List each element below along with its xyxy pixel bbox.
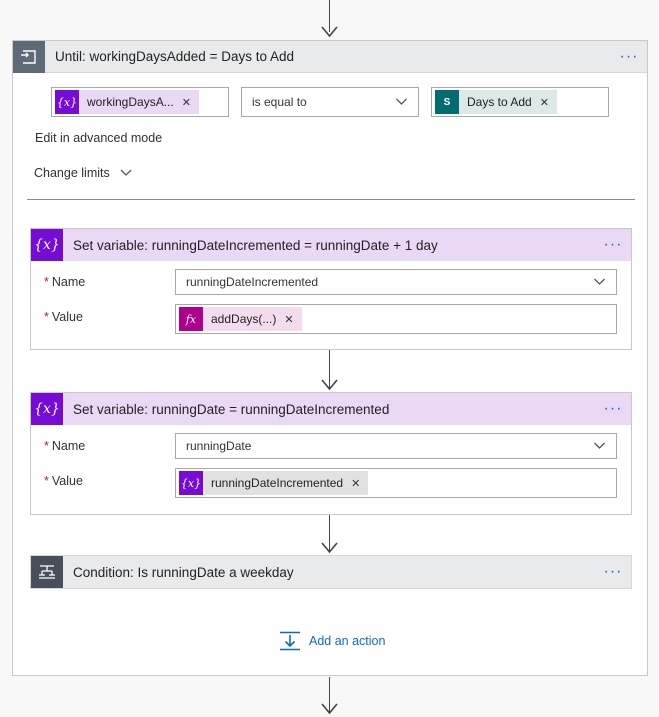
- until-loop-card: Until: workingDaysAdded = Days to Add ··…: [12, 40, 648, 676]
- add-an-action-button[interactable]: Add an action: [279, 631, 385, 651]
- value-label: *Value: [44, 474, 83, 488]
- token-label: addDays(...): [211, 312, 277, 326]
- condition-card[interactable]: Condition: Is runningDate a weekday ···: [30, 555, 632, 589]
- top-arrow-icon: [321, 26, 338, 38]
- set-variable-2-header[interactable]: {x} Set variable: runningDate = runningD…: [31, 393, 631, 425]
- add-action-icon: [280, 631, 300, 651]
- token-working-days-added[interactable]: {x} workingDaysA... ✕: [55, 90, 199, 114]
- remove-token-icon[interactable]: ✕: [284, 313, 294, 326]
- condition-title: Condition: Is runningDate a weekday: [73, 564, 294, 580]
- variable-icon: {x}: [31, 229, 63, 261]
- change-limits-label: Change limits: [34, 166, 110, 180]
- until-title: Until: workingDaysAdded = Days to Add: [55, 49, 294, 64]
- until-more-menu[interactable]: ···: [619, 47, 639, 65]
- operator-value: is equal to: [252, 95, 307, 109]
- set-variable-card-1: {x} Set variable: runningDateIncremented…: [30, 228, 632, 350]
- variable-icon: {x}: [179, 471, 203, 495]
- remove-token-icon[interactable]: ✕: [181, 96, 191, 109]
- set-variable-1-more-menu[interactable]: ···: [603, 236, 623, 253]
- token-label: Days to Add: [467, 95, 532, 109]
- remove-token-icon[interactable]: ✕: [351, 477, 361, 490]
- set-variable-1-title: Set variable: runningDateIncremented = r…: [73, 237, 438, 253]
- top-connector: [329, 0, 330, 32]
- token-running-date-incremented[interactable]: {x} runningDateIncremented ✕: [179, 471, 369, 495]
- set-variable-2-value-input[interactable]: {x} runningDateIncremented ✕: [175, 468, 617, 498]
- edit-advanced-mode-link[interactable]: Edit in advanced mode: [35, 131, 163, 145]
- add-an-action-label: Add an action: [309, 634, 386, 648]
- value-label: *Value: [44, 310, 83, 324]
- until-right-operand[interactable]: S Days to Add ✕: [431, 87, 609, 117]
- chevron-down-icon: [594, 442, 605, 449]
- bottom-connector: [329, 677, 330, 713]
- set-variable-2-title: Set variable: runningDate = runningDateI…: [73, 401, 390, 417]
- set-variable-1-header[interactable]: {x} Set variable: runningDateIncremented…: [31, 229, 631, 261]
- condition-header[interactable]: Condition: Is runningDate a weekday ···: [31, 556, 631, 588]
- remove-token-icon[interactable]: ✕: [539, 96, 549, 109]
- set-variable-card-2: {x} Set variable: runningDate = runningD…: [30, 392, 632, 515]
- token-add-days-expression[interactable]: fx addDays(...) ✕: [179, 307, 302, 331]
- fx-icon: fx: [179, 307, 203, 331]
- set-variable-1-name-select[interactable]: runningDateIncremented: [175, 269, 617, 295]
- name-value: runningDateIncremented: [186, 275, 319, 289]
- chevron-down-icon: [594, 278, 605, 285]
- chevron-down-icon: [120, 169, 132, 176]
- section-divider: [27, 199, 635, 200]
- set-variable-2-more-menu[interactable]: ···: [603, 400, 623, 417]
- variable-icon: {x}: [31, 393, 63, 425]
- token-label: runningDateIncremented: [211, 476, 344, 490]
- condition-icon: [31, 556, 63, 588]
- chevron-down-icon: [396, 98, 407, 105]
- change-limits-toggle[interactable]: Change limits: [34, 166, 132, 180]
- condition-more-menu[interactable]: ···: [603, 563, 623, 580]
- name-label: *Name: [44, 275, 86, 289]
- name-label: *Name: [44, 439, 86, 453]
- sharepoint-icon: S: [435, 90, 459, 114]
- until-left-operand[interactable]: {x} workingDaysA... ✕: [51, 87, 229, 117]
- bottom-arrow-icon: [321, 703, 338, 715]
- token-label: workingDaysA...: [87, 95, 174, 109]
- until-operator-select[interactable]: is equal to: [241, 87, 419, 117]
- arrow-down-icon: [321, 379, 338, 391]
- set-variable-1-value-input[interactable]: fx addDays(...) ✕: [175, 304, 617, 334]
- until-header[interactable]: Until: workingDaysAdded = Days to Add ··…: [13, 40, 647, 73]
- name-value: runningDate: [186, 439, 252, 453]
- token-days-to-add[interactable]: S Days to Add ✕: [435, 90, 557, 114]
- connector-2-condition: [329, 515, 330, 551]
- arrow-down-icon: [321, 542, 338, 554]
- set-variable-2-name-select[interactable]: runningDate: [175, 433, 617, 459]
- variable-icon: {x}: [55, 90, 79, 114]
- loop-icon: [13, 40, 45, 73]
- connector-1-2: [329, 350, 330, 388]
